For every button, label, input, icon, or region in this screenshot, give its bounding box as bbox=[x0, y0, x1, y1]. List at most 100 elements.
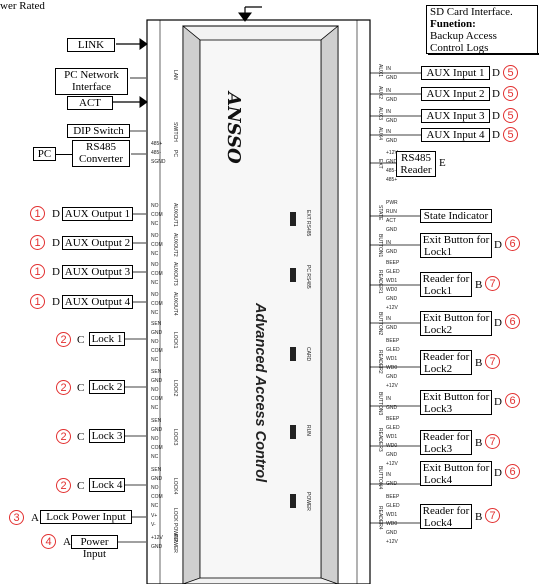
exit-lock2-line1: Exit Button for bbox=[422, 312, 490, 324]
aux1-in: IN bbox=[386, 66, 391, 72]
exit-lock4-line2: Lock4 bbox=[424, 474, 453, 486]
reader2-12v: +12V bbox=[386, 383, 398, 389]
lock4-label: LOCK4 bbox=[172, 478, 178, 495]
state-indicator-box: State Indicator bbox=[420, 209, 492, 223]
exit-lock2-box: Exit Button for Lock2 bbox=[420, 311, 492, 336]
board-title: Advanced Access Control bbox=[252, 303, 268, 483]
led-ext-label: EXT RS485 bbox=[305, 210, 311, 237]
reader-lock2-letter: B bbox=[475, 357, 483, 369]
lock1-com: COM bbox=[151, 348, 163, 354]
aux4-in: IN bbox=[386, 129, 391, 135]
aux1-com: COM bbox=[151, 212, 163, 218]
lock3-com: COM bbox=[151, 445, 163, 451]
button3-in: IN bbox=[386, 396, 391, 402]
reader-lock4-letter: B bbox=[475, 511, 483, 523]
reader2-gled: GLED bbox=[386, 347, 400, 353]
power-gnd: GND bbox=[151, 544, 163, 550]
aux-output-3-letter: D bbox=[52, 266, 60, 278]
exit-lock1-num: 6 bbox=[505, 236, 520, 251]
exit-lock1-line1: Exit Button for bbox=[422, 234, 490, 246]
reader1-gled: GLED bbox=[386, 269, 400, 275]
aux3-label: AUX3 bbox=[377, 107, 383, 121]
lock3-nc: NC bbox=[151, 454, 159, 460]
aux3-gnd: GND bbox=[386, 118, 398, 124]
reader-lock4-line1: Reader for bbox=[422, 505, 470, 517]
aux4-no: NO bbox=[151, 292, 159, 298]
lock1-no: NO bbox=[151, 339, 159, 345]
lock2-nc: NC bbox=[151, 405, 159, 411]
aux3-com: COM bbox=[151, 271, 163, 277]
reader-lock1-letter: B bbox=[475, 279, 483, 291]
aux-input-1-box: AUX Input 1 bbox=[421, 66, 490, 80]
power-rated-fragment: wer Rated bbox=[0, 0, 45, 12]
exit-lock4-line1: Exit Button for bbox=[422, 462, 490, 474]
link-box: LINK bbox=[67, 38, 115, 52]
exit-lock3-num: 6 bbox=[505, 393, 520, 408]
exit-lock3-line2: Lock3 bbox=[424, 403, 453, 415]
exit-lock1-letter: D bbox=[494, 239, 502, 251]
aux-input-2-box: AUX Input 2 bbox=[421, 87, 490, 101]
lock-3-box: Lock 3 bbox=[89, 429, 125, 443]
led-pc-label: PC RS485 bbox=[305, 265, 311, 289]
reader-lock3-line1: Reader for bbox=[422, 431, 470, 443]
button4-label: BUTTON4 bbox=[377, 466, 383, 490]
lock1-gnd: GND bbox=[151, 330, 163, 336]
lan-label: LAN bbox=[172, 70, 178, 80]
reader4-12v: +12V bbox=[386, 539, 398, 545]
reader2-wd0: WD0 bbox=[386, 365, 398, 371]
brand-logo: ANSSO bbox=[223, 92, 244, 164]
aux2-nc: NC bbox=[151, 251, 159, 257]
aux-output-2-box: AUX Output 2 bbox=[62, 236, 133, 250]
exit-lock3-letter: D bbox=[494, 396, 502, 408]
sd-card-shadow bbox=[428, 53, 539, 55]
exit-lock4-num: 6 bbox=[505, 464, 520, 479]
aux4-label: AUX4 bbox=[377, 127, 383, 141]
aux-input-3-letter: D bbox=[492, 110, 500, 122]
reader1-label: READER1 bbox=[377, 270, 383, 294]
reader-lock4-line2: Lock4 bbox=[424, 517, 453, 529]
lock2-gnd: GND bbox=[151, 378, 163, 384]
act-box: ACT bbox=[67, 96, 113, 110]
lock3-sen: SEN bbox=[151, 418, 162, 424]
exit-lock4-letter: D bbox=[494, 467, 502, 479]
aux-input-4-box: AUX Input 4 bbox=[421, 128, 490, 142]
ext-12v: +12V bbox=[386, 150, 398, 156]
aux-input-1-letter: D bbox=[492, 67, 500, 79]
ext-label: EXT bbox=[377, 159, 383, 169]
sd-card-function: Funetion: bbox=[430, 18, 476, 30]
pc-network-line2: Interface bbox=[71, 81, 112, 93]
power-12v: +12V bbox=[151, 535, 163, 541]
lock3-label: LOCK3 bbox=[172, 429, 178, 446]
lock4-sen: SEN bbox=[151, 467, 162, 473]
reader-lock1-line2: Lock1 bbox=[424, 285, 453, 297]
aux3-in: IN bbox=[386, 109, 391, 115]
lock-4-box: Lock 4 bbox=[89, 478, 125, 492]
sd-card-line2: Control Logs bbox=[430, 42, 489, 54]
reader3-wd0: WD0 bbox=[386, 443, 398, 449]
button2-gnd: GND bbox=[386, 325, 398, 331]
reader3-label: READER3 bbox=[377, 428, 383, 452]
button1-gnd: GND bbox=[386, 249, 398, 255]
auxout2-label: AUXOUT2 bbox=[172, 233, 178, 257]
reader1-gnd: GND bbox=[386, 296, 398, 302]
lock-1-letter: C bbox=[77, 334, 85, 346]
reader3-gled: GLED bbox=[386, 425, 400, 431]
lock1-nc: NC bbox=[151, 357, 159, 363]
aux2-gnd: GND bbox=[386, 97, 398, 103]
pc-terminal-label: PC bbox=[172, 150, 178, 157]
reader3-gnd: GND bbox=[386, 452, 398, 458]
exit-lock3-line1: Exit Button for bbox=[422, 391, 490, 403]
aux3-nc: NC bbox=[151, 280, 159, 286]
lock-2-letter: C bbox=[77, 382, 85, 394]
aux-output-3-box: AUX Output 3 bbox=[62, 265, 133, 279]
aux-input-3-num: 5 bbox=[503, 108, 518, 123]
lock2-no: NO bbox=[151, 387, 159, 393]
auxout4-label: AUXOUT4 bbox=[172, 292, 178, 316]
lock2-sen: SEN bbox=[151, 369, 162, 375]
pc-link-line bbox=[56, 154, 72, 155]
reader1-beep: BEEP bbox=[386, 260, 400, 266]
reader4-gnd: GND bbox=[386, 530, 398, 536]
reader4-gled: GLED bbox=[386, 503, 400, 509]
state-run: RUN bbox=[386, 209, 397, 215]
